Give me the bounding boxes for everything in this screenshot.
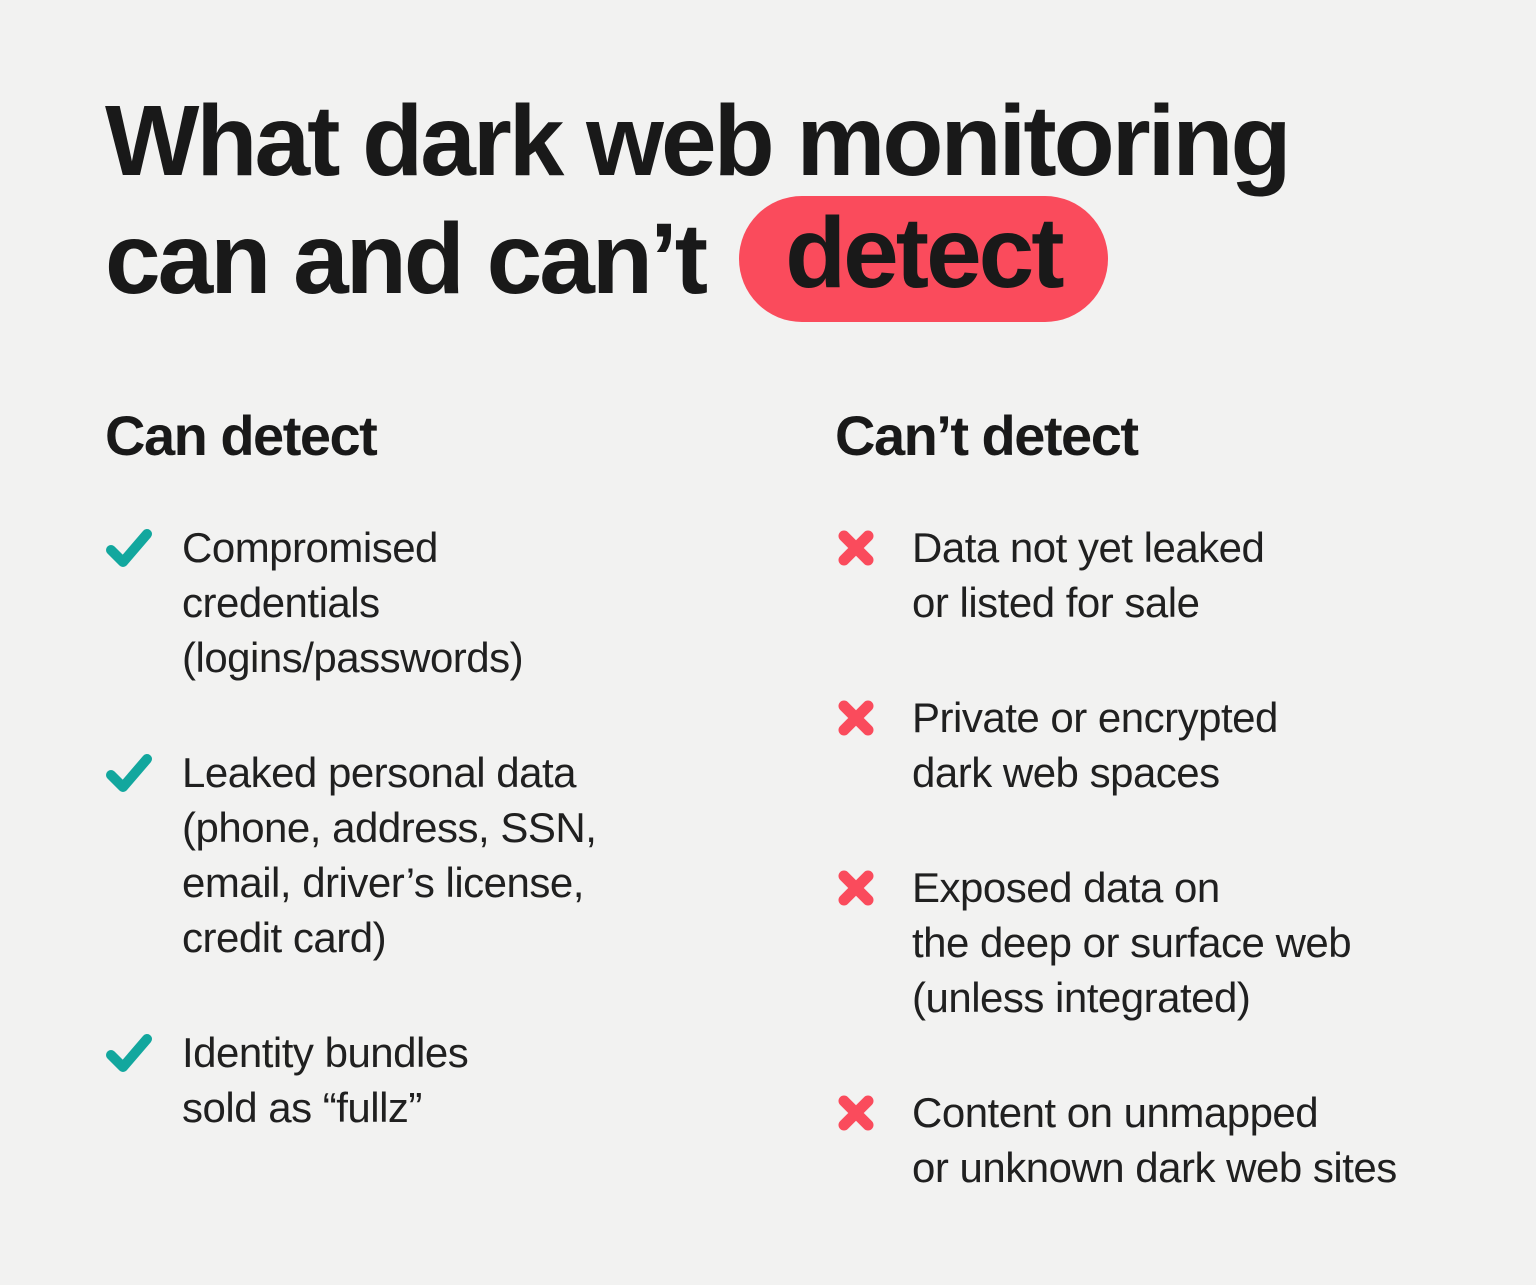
cant-detect-list: Data not yet leaked or listed for sale P… (835, 520, 1431, 1195)
check-icon (106, 1034, 152, 1072)
list-item-text: Leaked personal data (phone, address, SS… (182, 749, 597, 961)
list-item: Content on unmapped or unknown dark web … (835, 1085, 1431, 1195)
can-detect-column: Can detect Compromised credentials (logi… (105, 408, 835, 1255)
list-item: Private or encrypted dark web spaces (835, 690, 1431, 800)
x-icon (838, 530, 874, 566)
cant-detect-heading: Can’t detect (835, 404, 1139, 467)
check-icon (106, 529, 152, 567)
list-item-text: Compromised credentials (logins/password… (182, 524, 524, 681)
title-line-2-text: can and can’t (105, 203, 708, 315)
list-item-text: Content on unmapped or unknown dark web … (912, 1089, 1397, 1191)
can-detect-heading: Can detect (105, 404, 378, 467)
title-line-1: What dark web monitoring (105, 85, 1292, 197)
cant-detect-column: Can’t detect Data not yet leaked or list… (835, 408, 1431, 1255)
title-line-2: can and can’t detect (105, 196, 1431, 322)
list-item-text: Exposed data on the deep or surface web … (912, 864, 1352, 1021)
check-icon (106, 754, 152, 792)
list-item: Data not yet leaked or listed for sale (835, 520, 1431, 630)
list-item: Leaked personal data (phone, address, SS… (105, 745, 835, 965)
x-icon (838, 870, 874, 906)
list-item-text: Identity bundles sold as “fullz” (182, 1029, 469, 1131)
page-title: What dark web monitoring can and can’t d… (105, 88, 1431, 322)
list-item-text: Data not yet leaked or listed for sale (912, 524, 1265, 626)
title-highlight-text: detect (785, 197, 1065, 309)
title-highlight-pill: detect (739, 196, 1108, 322)
can-detect-list: Compromised credentials (logins/password… (105, 520, 835, 1135)
list-item-text: Private or encrypted dark web spaces (912, 694, 1278, 796)
comparison-columns: Can detect Compromised credentials (logi… (105, 408, 1431, 1255)
list-item: Identity bundles sold as “fullz” (105, 1025, 835, 1135)
x-icon (838, 700, 874, 736)
x-icon (838, 1095, 874, 1131)
list-item: Exposed data on the deep or surface web … (835, 860, 1431, 1025)
list-item: Compromised credentials (logins/password… (105, 520, 835, 685)
